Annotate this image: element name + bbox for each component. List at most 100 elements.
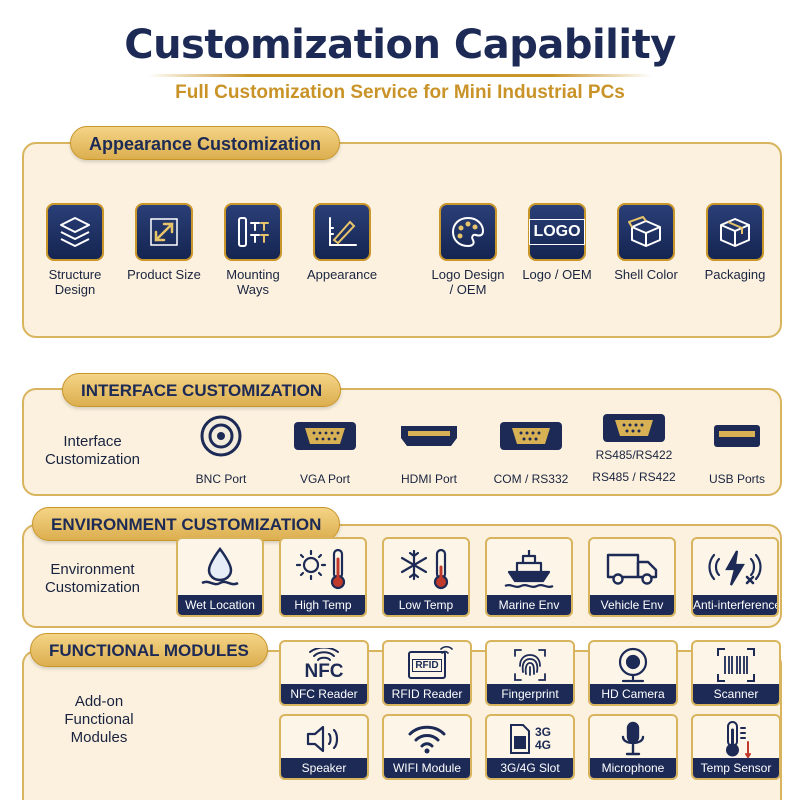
appearance-item-label: Product Size — [127, 267, 201, 282]
env-tile-vehicle[interactable]: Vehicle Env — [588, 537, 676, 617]
module-tile-label: Speaker — [281, 758, 367, 778]
appearance-item-label: Logo / OEM — [522, 267, 592, 282]
appearance-item-mounting[interactable]: Mounting Ways — [213, 203, 293, 297]
env-tile-wet-location[interactable]: Wet Location — [176, 537, 264, 617]
module-tile-label: NFC Reader — [281, 684, 367, 704]
snowflake-thermometer-icon — [384, 539, 468, 597]
env-tile-label: Wet Location — [178, 595, 262, 615]
sim-4g-text: 4G — [534, 738, 551, 752]
page-subtitle: Full Customization Service for Mini Indu… — [175, 82, 625, 103]
env-tile-label: Vehicle Env — [590, 595, 674, 615]
env-tile-label: Low Temp — [384, 595, 468, 615]
appearance-item-structure[interactable]: Structure Design — [35, 203, 115, 297]
appearance-section-label: Appearance Customization — [70, 126, 341, 160]
fingerprint-icon — [487, 642, 573, 688]
appearance-item-label: Appearance — [306, 267, 378, 282]
module-tile-temp-sensor[interactable]: Temp Sensor — [691, 714, 781, 780]
env-tile-low-temp[interactable]: Low Temp — [382, 537, 470, 617]
rs485-port-icon — [589, 412, 679, 444]
appearance-item-logo-oem[interactable]: LOGO Logo / OEM — [517, 203, 597, 282]
environment-section-label: ENVIRONMENT CUSTOMIZATION — [32, 507, 341, 541]
functional-row-title: Add-on Functional Modules — [64, 693, 134, 746]
title-divider — [148, 74, 652, 77]
interface-section-label: INTERFACE CUSTOMIZATION — [62, 373, 342, 407]
bnc-port[interactable]: BNC Port — [176, 415, 266, 486]
appearance-item-label: Packaging — [704, 267, 766, 282]
port-label: USB Ports — [708, 472, 765, 486]
logo-icon-text: LOGO — [529, 219, 585, 245]
module-tile-scanner[interactable]: Scanner — [691, 640, 781, 706]
bnc-port-icon — [176, 415, 266, 457]
port-label: RS485 / RS422 — [592, 470, 676, 484]
rs485-port[interactable]: RS485/RS422 RS485 / RS422 — [589, 412, 679, 484]
usb-port[interactable]: USB Ports — [692, 416, 782, 486]
module-tile-label: Scanner — [693, 684, 779, 704]
nfc-icon: NFC — [281, 642, 367, 688]
appearance-item-shell-color[interactable]: Shell Color — [606, 203, 686, 282]
module-tile-wifi[interactable]: WIFI Module — [382, 714, 472, 780]
module-tile-hd-camera[interactable]: HD Camera — [588, 640, 678, 706]
sim-card-icon: 3G 4G — [487, 716, 573, 762]
appearance-item-appearance[interactable]: Appearance — [302, 203, 382, 282]
appearance-item-label: Logo Design / OEM — [431, 267, 505, 297]
module-tile-label: Fingerprint — [487, 684, 573, 704]
vga-port-icon — [280, 416, 370, 456]
module-tile-fingerprint[interactable]: Fingerprint — [485, 640, 575, 706]
module-tile-rfid[interactable]: RFID RFID Reader — [382, 640, 472, 706]
palette-icon — [439, 203, 497, 261]
appearance-item-label: Structure Design — [48, 267, 102, 297]
appearance-item-label: Mounting Ways — [226, 267, 280, 297]
com-port-icon — [486, 416, 576, 456]
page-title: Customization Capability — [124, 22, 676, 68]
env-tile-high-temp[interactable]: High Temp — [279, 537, 367, 617]
ship-icon — [487, 539, 571, 597]
rfid-icon-text: RFID — [412, 658, 442, 672]
barcode-icon — [693, 642, 779, 688]
module-tile-label: Microphone — [590, 758, 676, 778]
module-tile-label: HD Camera — [590, 684, 676, 704]
port-label: BNC Port — [195, 472, 247, 486]
module-tile-sim-slot[interactable]: 3G 4G 3G/4G Slot — [485, 714, 575, 780]
module-tile-nfc[interactable]: NFC NFC Reader — [279, 640, 369, 706]
sim-3g-text: 3G — [534, 725, 551, 739]
env-tile-marine[interactable]: Marine Env — [485, 537, 573, 617]
thermometer-icon — [693, 716, 779, 762]
package-icon — [706, 203, 764, 261]
module-tile-microphone[interactable]: Microphone — [588, 714, 678, 780]
module-tile-speaker[interactable]: Speaker — [279, 714, 369, 780]
wifi-icon — [384, 716, 470, 762]
hdmi-port[interactable]: HDMI Port — [384, 416, 474, 486]
lightning-icon — [693, 539, 777, 597]
vga-port[interactable]: VGA Port — [280, 416, 370, 486]
module-tile-label: 3G/4G Slot — [487, 758, 573, 778]
nfc-icon-text: NFC — [304, 661, 344, 682]
functional-section-label: FUNCTIONAL MODULES — [30, 633, 268, 667]
module-tile-label: Temp Sensor — [693, 758, 779, 778]
env-tile-label: Anti-interference — [693, 595, 777, 615]
truck-icon — [590, 539, 674, 597]
open-box-icon — [617, 203, 675, 261]
port-label: VGA Port — [299, 472, 351, 486]
hdmi-port-icon — [384, 416, 474, 456]
resize-icon — [135, 203, 193, 261]
port-label: HDMI Port — [400, 472, 457, 486]
module-tile-label: RFID Reader — [384, 684, 470, 704]
env-tile-anti-interference[interactable]: Anti-interference — [691, 537, 779, 617]
module-tile-label: WIFI Module — [384, 758, 470, 778]
sun-thermometer-icon — [281, 539, 365, 597]
appearance-item-logo-design[interactable]: Logo Design / OEM — [428, 203, 508, 297]
appearance-item-label: Shell Color — [614, 267, 678, 282]
webcam-icon — [590, 642, 676, 688]
usb-port-icon — [692, 416, 782, 456]
environment-row-title: Environment Customization — [44, 561, 141, 596]
logo-icon: LOGO — [528, 203, 586, 261]
com-port[interactable]: COM / RS332 — [486, 416, 576, 486]
screws-icon — [224, 203, 282, 261]
drafting-icon — [313, 203, 371, 261]
port-label: COM / RS332 — [493, 472, 569, 486]
appearance-item-packaging[interactable]: Packaging — [695, 203, 775, 282]
env-tile-label: Marine Env — [487, 595, 571, 615]
env-tile-label: High Temp — [281, 595, 365, 615]
layers-icon — [46, 203, 104, 261]
appearance-item-size[interactable]: Product Size — [124, 203, 204, 282]
